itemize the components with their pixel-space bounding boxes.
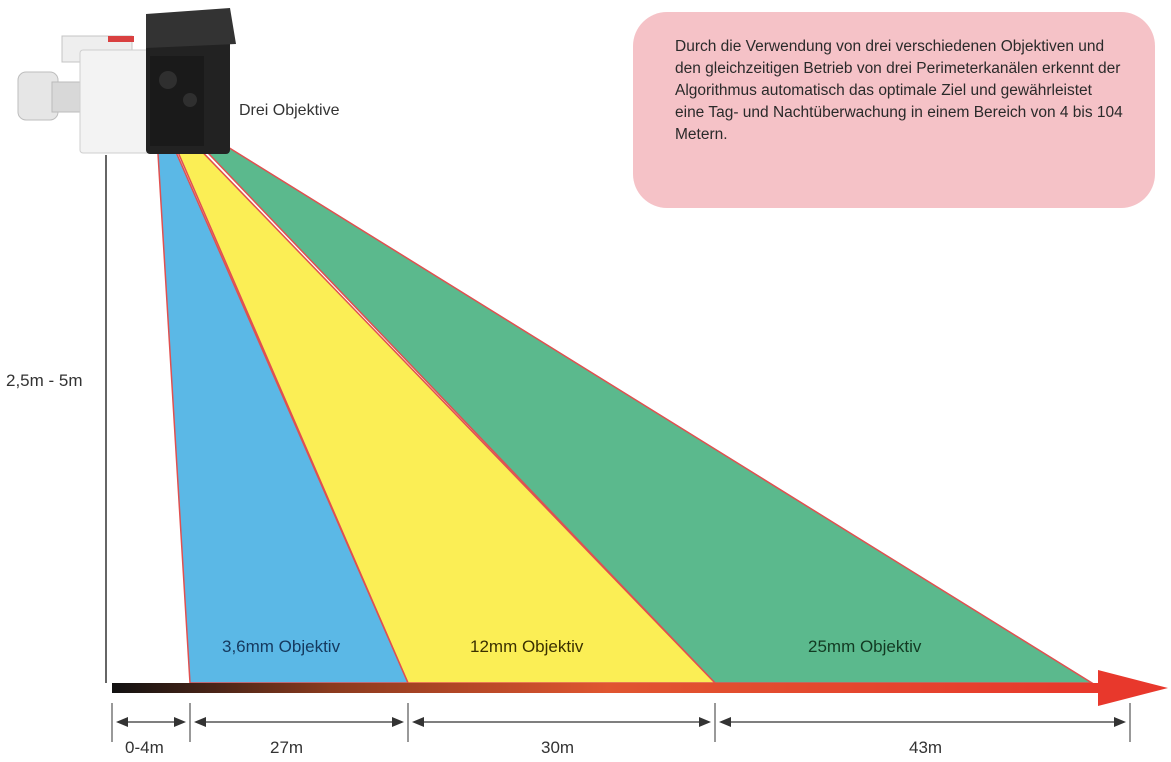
dimension-arrow-27m (194, 717, 404, 727)
lens-label-3-6mm: 3,6mm Objektiv (222, 637, 341, 656)
info-text: Durch die Verwendung von drei verschiede… (675, 38, 1123, 143)
dimension-arrow-0-4m (116, 717, 186, 727)
distance-label-0-4m: 0-4m (125, 738, 164, 757)
distance-label-43m: 43m (909, 738, 943, 757)
lens-label-12mm: 12mm Objektiv (470, 637, 584, 656)
lens-label-25mm: 25mm Objektiv (808, 637, 922, 656)
info-box: Durch die Verwendung von drei verschiede… (633, 12, 1155, 208)
distance-axis (112, 683, 1104, 693)
distance-label-30m: 30m (541, 738, 575, 757)
dimension-arrow-43m (719, 717, 1126, 727)
mount-height-label: 2,5m - 5m (6, 371, 83, 390)
distance-label-27m: 27m (270, 738, 304, 757)
camera-icon (17, 8, 236, 154)
distance-axis-arrowhead (1098, 670, 1168, 706)
camera-label: Drei Objektive (239, 102, 340, 119)
dimension-arrow-30m (412, 717, 711, 727)
segment-ticks (111, 703, 1131, 742)
